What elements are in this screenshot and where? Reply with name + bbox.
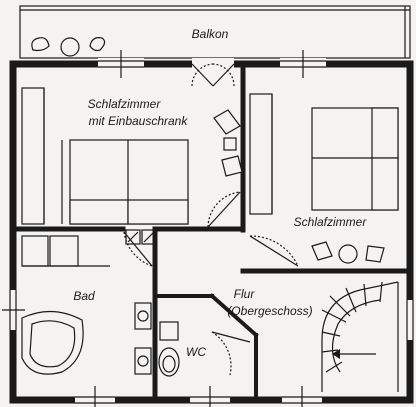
label-balkon: Balkon: [192, 27, 229, 41]
window-right-wall: [404, 300, 416, 340]
built-in-wardrobe: [21, 87, 45, 225]
bedroom-right-chairs: [311, 241, 385, 264]
label-bedroom-right: Schlafzimmer: [294, 215, 368, 229]
washbasin-bottom: [134, 347, 152, 375]
door-bedroom-right: [249, 235, 299, 267]
label-bedroom-left-line1: Schlafzimmer: [88, 97, 162, 111]
window-bedroom-right: [280, 50, 326, 78]
bath-cabinets: [21, 235, 110, 267]
balcony-table: [60, 37, 80, 57]
balcony-chair-left: [31, 37, 50, 52]
label-bedroom-left-line2: mit Einbauschrank: [89, 114, 189, 128]
door-wc: [211, 331, 251, 376]
bedroom-left-chairs: [213, 109, 243, 177]
door-bedroom-left: [207, 191, 241, 228]
bathtub: [21, 310, 84, 375]
label-bad: Bad: [73, 289, 95, 303]
interior-walls: [10, 61, 413, 403]
window-bedroom-left: [98, 50, 144, 78]
window-wc: [190, 386, 230, 407]
shaft-boxes: [125, 229, 157, 245]
window-bath-bottom: [75, 386, 115, 407]
balcony-chair-right: [89, 37, 106, 52]
label-flur: Flur: [234, 287, 256, 301]
spiral-staircase: [321, 281, 399, 392]
windows: [2, 50, 416, 407]
washbasin-top: [134, 302, 152, 330]
wc-toilet: [158, 321, 180, 377]
double-bed-right: [311, 107, 399, 211]
window-stairs: [282, 386, 322, 407]
balcony-door: [191, 58, 235, 87]
wardrobe-right: [249, 93, 273, 215]
window-bath: [2, 290, 25, 330]
exterior-walls: [9, 60, 414, 404]
double-bed-left: [61, 139, 189, 225]
door-bath: [123, 231, 153, 267]
label-wc: WC: [186, 345, 206, 359]
label-obergeschoss: (Obergeschoss): [227, 304, 312, 318]
